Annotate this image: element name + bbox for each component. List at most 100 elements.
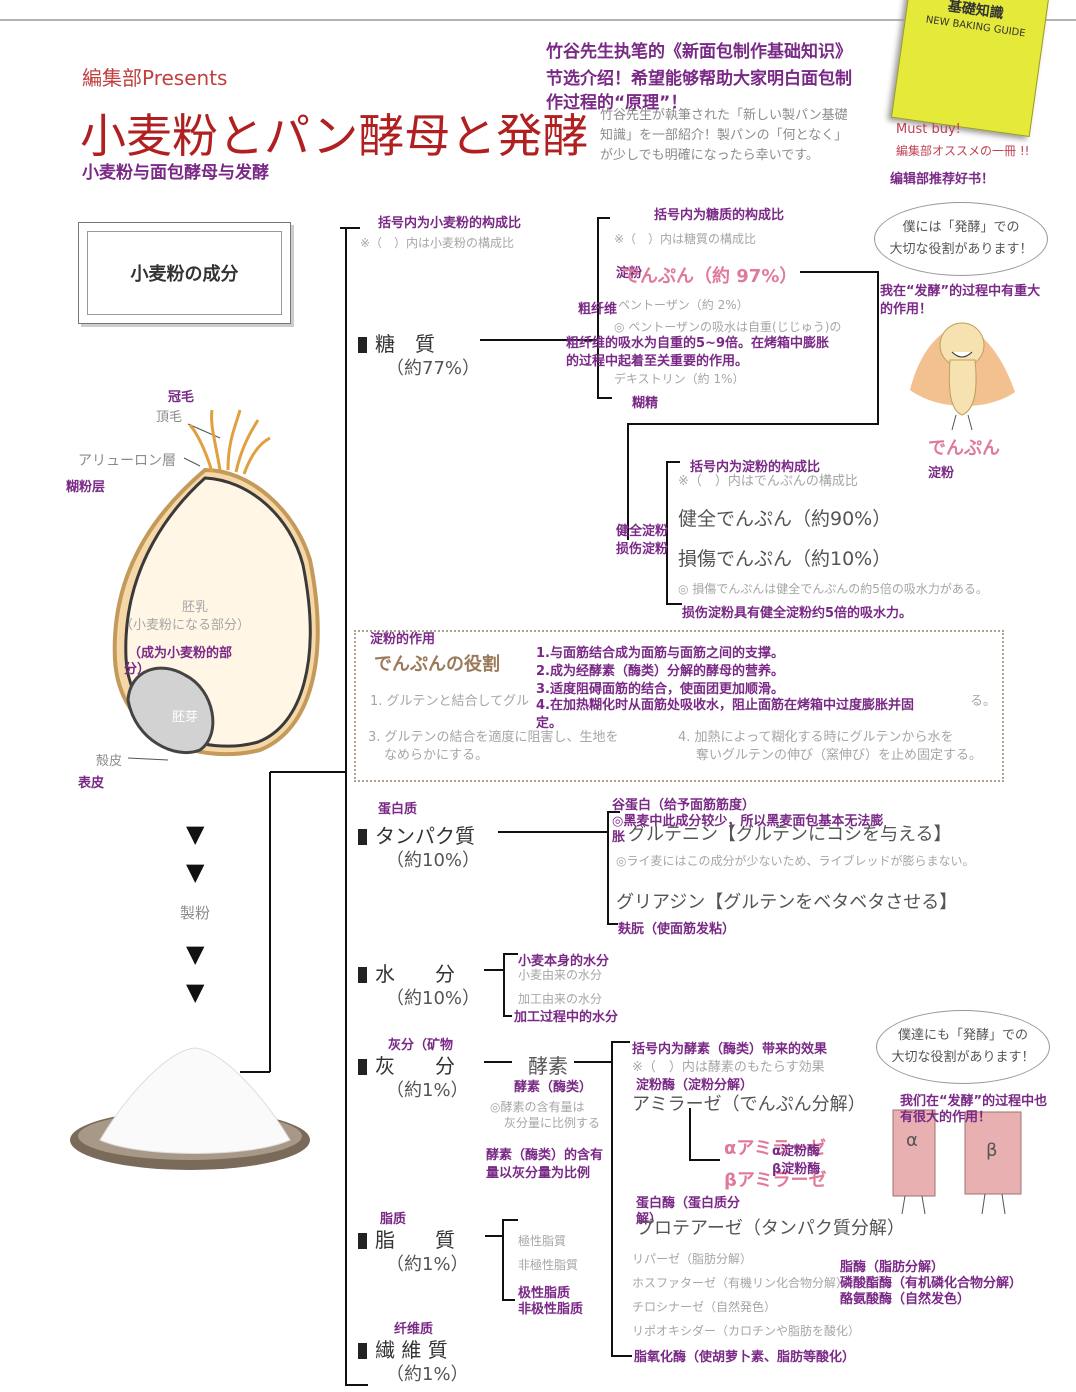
fiber-label: 繊 維 質 xyxy=(375,1338,448,1362)
starch-mascot xyxy=(910,322,1015,431)
fat-cn: 脂质 xyxy=(380,1212,407,1227)
endosperm-sub: （小麦粉になる部分） xyxy=(120,618,251,633)
enzyme-mascots xyxy=(892,1109,1022,1215)
arrow-down-icon: ▼ xyxy=(186,820,205,848)
pentosan-cn-2: 的过程中起着至关重要的作用。 xyxy=(566,354,749,369)
amylase-label: アミラーゼ（でんぷん分解） xyxy=(632,1094,866,1115)
ash-heading: 灰 分 xyxy=(358,1050,455,1079)
water-proc: 加工由来の水分 xyxy=(518,992,603,1006)
protein-pct: （約10%） xyxy=(386,850,481,871)
fat-label: 脂 質 xyxy=(375,1228,455,1252)
sugar-pct: （約77%） xyxy=(386,358,481,379)
role-cn-5: 定。 xyxy=(536,716,563,731)
lipase-label: リパーゼ（脂肪分解） xyxy=(632,1252,753,1266)
sugar-note-cn: 括号内为糖质的构成比 xyxy=(654,208,785,223)
enzyme-cn-1: 酵素（酶类）的含有 xyxy=(486,1148,604,1163)
mascot1-cn-1: 我在“发酵”的过程中有重大 xyxy=(880,284,1041,299)
role-cn-2: 2.成为经酵素（酶类）分解的酵母的营养。 xyxy=(536,664,784,679)
phosphatase-label: ホスファターゼ（有機リン化合物分解） xyxy=(632,1276,849,1290)
role-cn-1: 1.与面筋结合成为面筋与面筋之间的支撑。 xyxy=(536,646,784,661)
presents-label: 編集部Presents xyxy=(82,66,228,90)
arrow-down-icon: ▼ xyxy=(186,940,205,968)
editor-rec: 編集部オススメの一冊 !! xyxy=(896,144,1030,158)
alpha-mascot-label: α xyxy=(906,1130,918,1151)
bubble-text-1: 僕達にも「発酵」での xyxy=(897,1028,1028,1043)
sugar-note: ※（ ）内は糖質の構成比 xyxy=(614,232,757,246)
dextrin-cn: 糊精 xyxy=(632,396,659,411)
polar-lipid: 極性脂質 xyxy=(518,1234,567,1248)
sugar-heading: 糖 質 xyxy=(358,328,435,357)
page-subtitle: 小麦粉与面包酵母与发酵 xyxy=(82,163,269,183)
mascot2-cn-2: 有很大的作用！ xyxy=(900,1110,992,1125)
tyrosinase-cn: 酪氨酸酶（自然发色） xyxy=(840,1292,971,1307)
endosperm-label: 胚乳 xyxy=(182,600,209,615)
intro-cn-2: 节选介绍！希望能够帮助大家明白面包制 xyxy=(546,69,852,89)
damaged-starch-cn: 损伤淀粉 xyxy=(616,542,669,557)
beta-amylase-cn: β淀粉酶 xyxy=(772,1162,821,1177)
phosphatase-cn: 磷酸酯酶（有机磷化合物分解） xyxy=(840,1276,1023,1291)
water-own: 小麦由来の水分 xyxy=(518,968,603,982)
role-jp-3a: 3. グルテンの結合を適度に阻害し、生地を xyxy=(368,730,619,745)
role-title: でんぷんの役割 xyxy=(374,654,500,675)
intro-jp-1: 竹谷先生が執筆された「新しい製パン基礎 xyxy=(600,108,848,123)
enzyme-note-1: ◎酵素の含有量は xyxy=(490,1100,585,1114)
enzyme-effect-note: ※（ ）内は酵素のもたらす効果 xyxy=(632,1060,825,1075)
role-jp-3b: なめらかにする。 xyxy=(384,748,489,763)
section-title: 小麦粉の成分 xyxy=(87,231,282,315)
protein-heading: タンパク質 xyxy=(358,820,475,849)
water-label: 水 分 xyxy=(375,962,455,986)
gliadin-cn: 麸朊（使面筋发粘） xyxy=(618,922,736,937)
dextrin-label: デキストリン（約 1%） xyxy=(614,372,745,386)
fiber-pct: （約1%） xyxy=(386,1364,469,1385)
mascot1-name: でんぷん xyxy=(928,438,1000,459)
mascot1-name-cn: 淀粉 xyxy=(928,466,955,481)
page-title: 小麦粉とパン酵母と発酵 xyxy=(80,109,589,163)
tyrosinase-label: チロシナーゼ（自然発色） xyxy=(632,1300,777,1314)
amylase-cn: 淀粉酶（淀粉分解） xyxy=(636,1078,754,1093)
endosperm-cn-2: 分） xyxy=(124,662,151,677)
ash-pct: （約1%） xyxy=(386,1080,469,1101)
fiber-heading: 繊 維 質 xyxy=(358,1334,448,1363)
enzyme-note-2: 灰分量に比例する xyxy=(504,1116,601,1130)
enzyme-cn: 酵素（酶类） xyxy=(514,1080,593,1095)
role-jp-4b: 奪いグルテンの伸び（窯伸び）を止め固定する。 xyxy=(696,748,983,763)
fat-heading: 脂 質 xyxy=(358,1224,455,1253)
intro-jp-3: が少しでも明確になったら幸いです。 xyxy=(600,148,819,163)
polar-lipid-cn: 极性脂质 xyxy=(518,1286,571,1301)
water-proc-cn: 加工过程中的水分 xyxy=(514,1010,619,1025)
water-own-cn: 小麦本身的水分 xyxy=(518,954,610,969)
lipase-cn: 脂酶（脂肪分解） xyxy=(840,1260,945,1275)
root-note: ※（ ）内は小麦粉の構成比 xyxy=(360,236,515,250)
sugar-label: 糖 質 xyxy=(375,332,435,356)
role-jp-2: る。 xyxy=(970,694,997,709)
speech-bubble: 僕達にも「発酵」での大切な役割があります！ xyxy=(876,1010,1050,1084)
editor-rec-cn: 编辑部推荐好书！ xyxy=(890,172,995,187)
book-cover: 基礎知識 NEW BAKING GUIDE xyxy=(890,0,1050,138)
nonpolar-lipid: 非極性脂質 xyxy=(518,1258,579,1272)
damaged-starch: 損傷でんぷん（約10%） xyxy=(678,548,892,570)
arrow-down-icon: ▼ xyxy=(186,858,205,886)
section-title-box: 小麦粉の成分 xyxy=(78,222,291,324)
aleurone-label: アリューロン層 xyxy=(78,453,176,469)
beta-amylase: βアミラーゼ xyxy=(724,1170,827,1191)
protease-cn-2: 解） xyxy=(636,1212,663,1227)
aleurone-cn: 糊粉层 xyxy=(66,480,106,495)
bran-cn: 表皮 xyxy=(78,776,105,791)
damaged-note-cn: 损伤淀粉具有健全淀粉约5倍的吸水力。 xyxy=(682,606,913,621)
glutenin-cn-3: 胀 xyxy=(612,830,626,845)
pentosan-label: ペントーザン（約 2%） xyxy=(618,298,749,312)
protein-label: タンパク質 xyxy=(375,824,475,848)
enzyme-effect-cn: 括号内为酵素（酶类）带来的效果 xyxy=(632,1042,828,1057)
protein-cn: 蛋白质 xyxy=(378,802,418,817)
gliadin-label: グリアジン【グルテンをベタベタさせる】 xyxy=(616,892,958,913)
germ-label: 胚芽 xyxy=(172,710,199,725)
glutenin-cn: 谷蛋白（给予面筋筋度） xyxy=(612,798,756,813)
lipoxidase-label: リポオキシダー（カロチンや脂肪を酸化） xyxy=(632,1324,861,1338)
starch-note-cn: 括号内为淀粉的构成比 xyxy=(690,460,821,475)
endosperm-cn-1: （成为小麦粉的部 xyxy=(128,646,233,661)
ash-label: 灰 分 xyxy=(375,1054,455,1078)
water-pct: （約10%） xyxy=(386,988,481,1009)
wheat-grain-illustration xyxy=(112,409,320,757)
pentosan-cn-1: 粗纤维的吸水为自重的5~9倍。在烤箱中膨胀 xyxy=(566,336,829,351)
